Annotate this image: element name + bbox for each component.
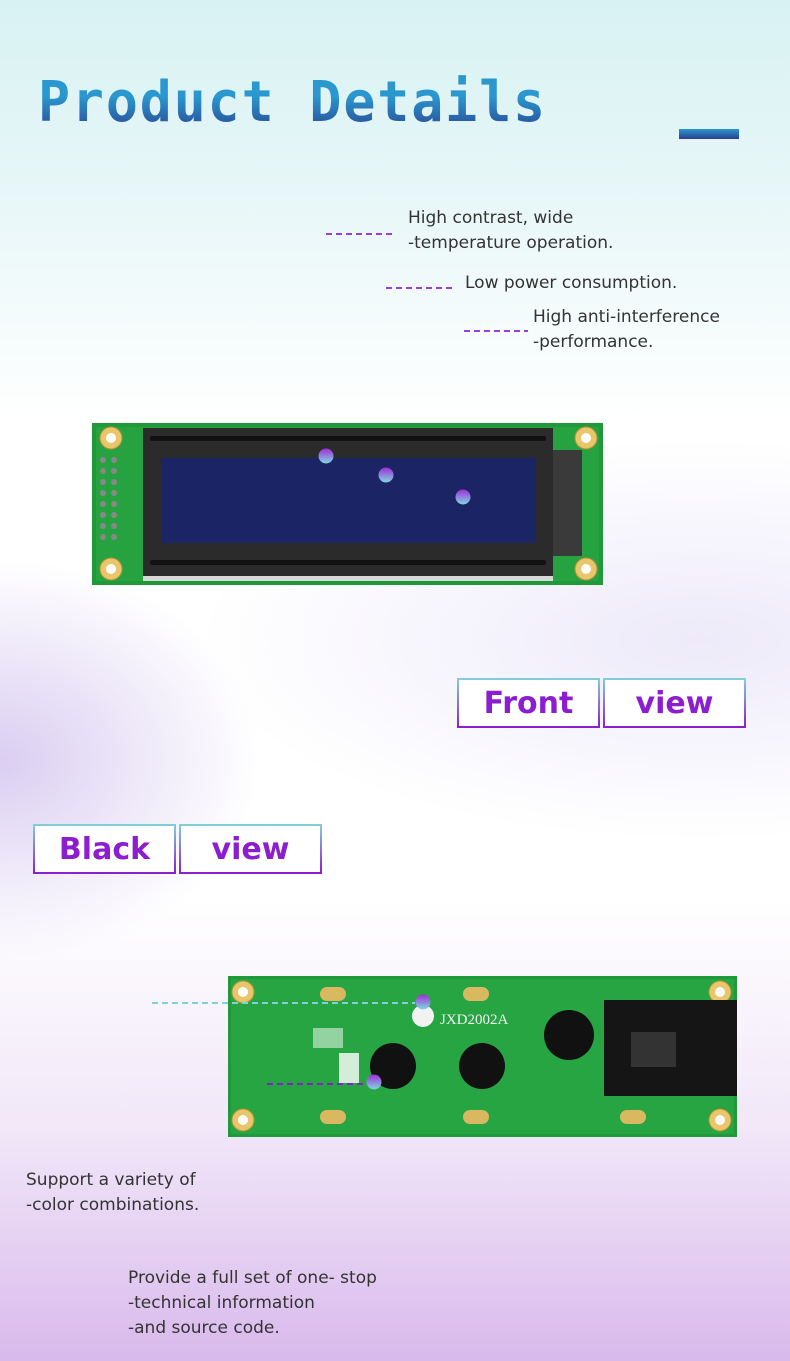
front-view-word: view xyxy=(603,678,746,728)
board-label: JXD2002A xyxy=(440,1012,509,1028)
back-view-word: Black xyxy=(33,824,176,874)
back-callout-lines xyxy=(151,1002,415,1262)
lcd-back-image: JXD2002A xyxy=(228,976,737,1137)
callout-dot xyxy=(378,467,394,483)
title-underline-decoration xyxy=(679,129,739,139)
back-view-word: view xyxy=(179,824,322,874)
callout-low-power: Low power consumption. xyxy=(465,273,678,293)
callout-dot xyxy=(318,448,334,464)
page-title: Product Details xyxy=(38,70,547,135)
callout-technical-info: Provide a full set of one- stop -technic… xyxy=(128,1268,377,1338)
callout-dot xyxy=(415,994,431,1010)
front-view-label: Front view xyxy=(457,678,746,728)
callout-dot xyxy=(366,1074,382,1090)
callout-color-combinations: Support a variety of -color combinations… xyxy=(26,1170,200,1215)
callout-high-contrast: High contrast, wide -temperature operati… xyxy=(408,208,614,253)
callout-dot xyxy=(455,489,471,505)
lcd-front-image xyxy=(92,423,603,585)
front-view-word: Front xyxy=(457,678,600,728)
back-view-label: Black view xyxy=(33,824,322,874)
front-callout-lines xyxy=(325,233,528,492)
callout-anti-interference: High anti-interference -performance. xyxy=(533,307,720,352)
